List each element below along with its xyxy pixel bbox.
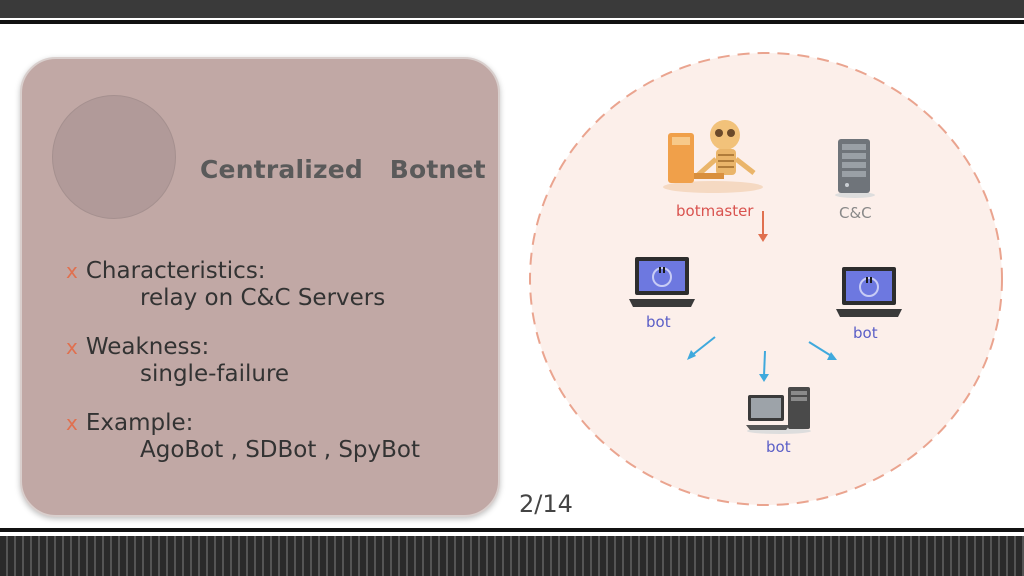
bullet-icon: x	[66, 259, 78, 283]
title-circle-decoration	[52, 95, 176, 219]
spread-arrow-left	[690, 336, 716, 357]
cc-label: C&C	[839, 204, 872, 222]
top-divider	[0, 20, 1024, 24]
slide-title: Centralized Botnet	[200, 155, 486, 184]
bottom-divider	[0, 528, 1024, 532]
page-number: 2/14	[519, 490, 573, 518]
botmaster-label: botmaster	[676, 202, 754, 220]
bot-label-left: bot	[646, 313, 671, 331]
botmaster-hacker-icon	[663, 120, 763, 193]
top-decor-bar	[0, 0, 1024, 18]
cc-server-icon	[835, 139, 875, 198]
bot-label-right: bot	[853, 324, 878, 342]
bot-desktop-icon	[746, 387, 811, 434]
bullet-list: x Characteristics: relay on C&C Servers x…	[66, 257, 420, 485]
list-item: x Weakness: single-failure	[66, 333, 420, 388]
list-item: x Characteristics: relay on C&C Servers	[66, 257, 420, 312]
item-detail: AgoBot , SDBot , SpyBot	[140, 437, 420, 463]
botnet-diagram: botmaster C&C bot bot	[528, 51, 1004, 507]
item-heading: Weakness:	[85, 334, 210, 360]
item-heading: Example:	[85, 410, 194, 436]
bot-laptop-icon	[836, 267, 902, 317]
spread-arrow-right	[808, 341, 834, 358]
bot-label-bottom: bot	[766, 438, 791, 456]
network-boundary	[529, 52, 1003, 506]
spread-arrow-middle	[763, 350, 766, 377]
item-detail: single-failure	[140, 361, 290, 387]
bottom-decor-bar	[0, 536, 1024, 576]
bot-laptop-icon	[629, 257, 695, 307]
list-item: x Example: AgoBot , SDBot , SpyBot	[66, 409, 420, 464]
spread-arrowhead-left	[687, 350, 696, 360]
content-card: Centralized Botnet x Characteristics: rel…	[20, 57, 500, 517]
bullet-icon: x	[66, 411, 78, 435]
spread-arrowhead-right	[827, 352, 837, 360]
diagram-background	[529, 52, 1003, 506]
item-heading: Characteristics:	[85, 258, 266, 284]
spread-arrowhead-middle	[759, 374, 769, 382]
item-detail: relay on C&C Servers	[140, 285, 386, 311]
command-arrowhead	[758, 234, 768, 242]
bullet-icon: x	[66, 335, 78, 359]
